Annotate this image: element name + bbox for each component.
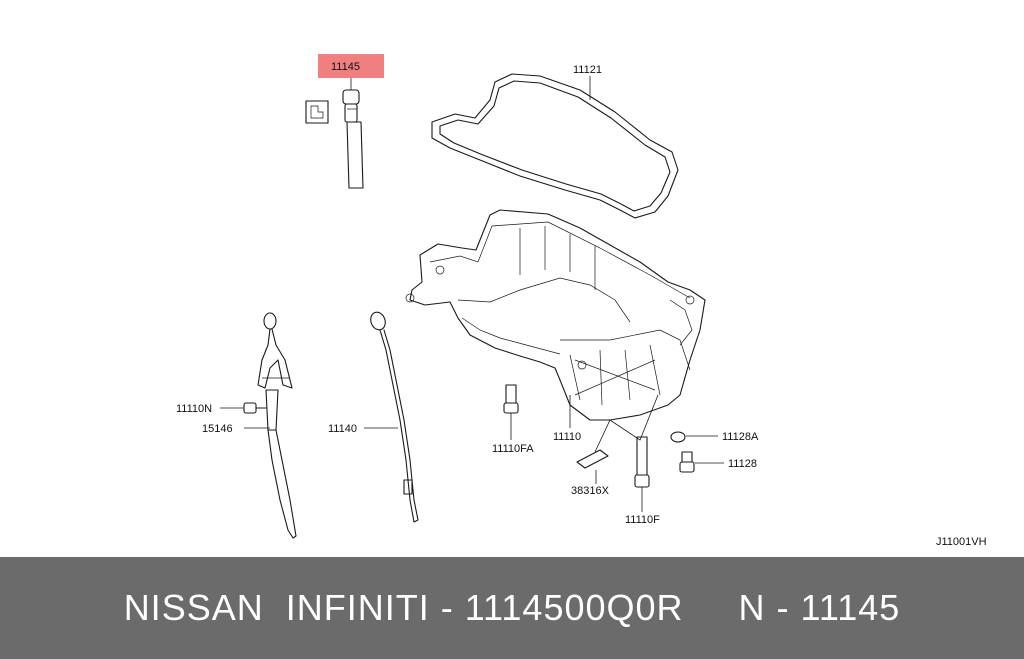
label-11128A[interactable]: 11128A <box>722 431 759 443</box>
label-11110FA[interactable]: 11110FA <box>492 443 534 455</box>
label-11128[interactable]: 11128 <box>728 458 757 470</box>
label-11140[interactable]: 11140 <box>328 423 357 435</box>
diagram-ref-code: J11001VH <box>936 536 987 548</box>
label-11110N[interactable]: 11110N <box>176 403 212 415</box>
part-11128A-washer <box>670 431 686 443</box>
part-symbol-icon <box>305 100 329 124</box>
part-38316X-sealant <box>576 394 659 469</box>
footer-text: NISSAN INFINITI - 1114500Q0R N - 11145 <box>123 587 901 628</box>
part-11128-drain-plug <box>679 451 695 473</box>
label-11110[interactable]: 11110 <box>553 431 581 443</box>
label-11145[interactable]: 11145 <box>331 61 360 73</box>
highlight-box-11145 <box>318 54 384 78</box>
part-number-footer: NISSAN INFINITI - 1114500Q0R N - 11145 <box>0 557 1024 659</box>
part-11110-oil-pan <box>405 209 706 421</box>
part-11110F-bolt <box>634 436 650 488</box>
part-11110N-bolt <box>243 402 267 414</box>
part-15146-dipstick-guide <box>257 312 297 539</box>
parts-diagram: 11145 11121 11110 11 <box>176 54 987 548</box>
part-11121-gasket <box>431 73 679 219</box>
part-11145-cap <box>342 89 364 189</box>
part-11110FA-bolt <box>503 384 519 414</box>
label-15146[interactable]: 15146 <box>202 423 233 435</box>
part-11140-dipstick <box>370 311 419 523</box>
label-38316X[interactable]: 38316X <box>571 485 610 497</box>
label-11110F[interactable]: 11110F <box>625 514 660 526</box>
label-11121[interactable]: 11121 <box>573 64 602 76</box>
